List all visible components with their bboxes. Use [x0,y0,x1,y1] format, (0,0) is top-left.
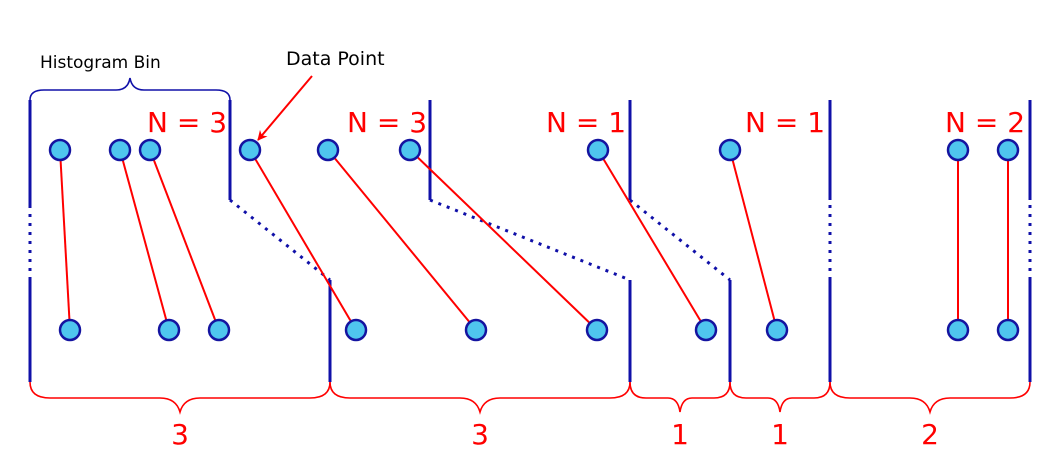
bottom-brace-5 [829,381,1031,415]
bottom-brace-2 [329,381,631,415]
histogram-bin-brace [29,77,231,101]
bottom-data-points [58,318,1020,342]
bottom-bin-count-1: 3 [171,418,189,451]
mapping-arrow-7 [597,149,707,331]
connector-2 [429,198,631,282]
top-data-point [316,138,340,162]
data-point-pointer-arrow [257,75,313,141]
bottom-data-point [946,318,970,342]
top-data-point [238,138,262,162]
top-data-point [996,138,1020,162]
top-data-point [946,138,970,162]
mapping-arrow-6 [409,149,598,331]
top-data-point [108,138,132,162]
bottom-bin-count-5: 2 [921,418,939,451]
mapping-arrow-8 [729,149,780,331]
bottom-data-point [765,318,789,342]
bottom-data-point [157,318,181,342]
bottom-data-point [585,318,609,342]
bottom-brace-4 [729,381,831,413]
top-bin-count-1: N = 3 [147,106,227,139]
top-data-point [398,138,422,162]
bottom-braces [29,381,1031,415]
top-bin-count-3: N = 1 [546,106,626,139]
mapping-arrow-3 [149,149,221,331]
bottom-data-point [58,318,82,342]
bottom-bin-count-4: 1 [771,418,789,451]
bottom-bin-count-2: 3 [471,418,489,451]
bottom-data-point [464,318,488,342]
mapping-arrow-2 [119,149,172,331]
top-bin-count-5: N = 2 [945,106,1025,139]
bottom-bin-counts: 3 3 1 1 2 [171,418,939,451]
bottom-data-point [996,318,1020,342]
top-bin-edges [28,100,1032,205]
top-data-point [48,138,72,162]
mapping-arrow-5 [327,149,477,331]
histogram-bin-label: Histogram Bin [40,53,161,73]
dotted-connectors [28,198,1032,282]
bottom-data-point [694,318,718,342]
mapping-arrow-4 [249,149,357,331]
top-bin-count-2: N = 3 [347,106,427,139]
connector-3 [629,198,731,282]
bottom-brace-1 [29,381,331,415]
top-data-points [48,138,1020,162]
top-data-point [138,138,162,162]
mapping-arrow-1 [59,149,75,331]
bottom-bin-count-3: 1 [671,418,689,451]
connector-1 [229,198,331,282]
bottom-data-point [344,318,368,342]
top-bin-counts: N = 3 N = 3 N = 1 N = 1 N = 2 [147,106,1025,139]
mapping-arrows [59,149,1013,331]
top-data-point [718,138,742,162]
top-data-point [586,138,610,162]
data-point-label: Data Point [286,48,385,70]
bottom-data-point [207,318,231,342]
bottom-brace-3 [629,381,731,413]
bottom-bin-edges [28,280,1032,382]
top-bin-count-4: N = 1 [745,106,825,139]
